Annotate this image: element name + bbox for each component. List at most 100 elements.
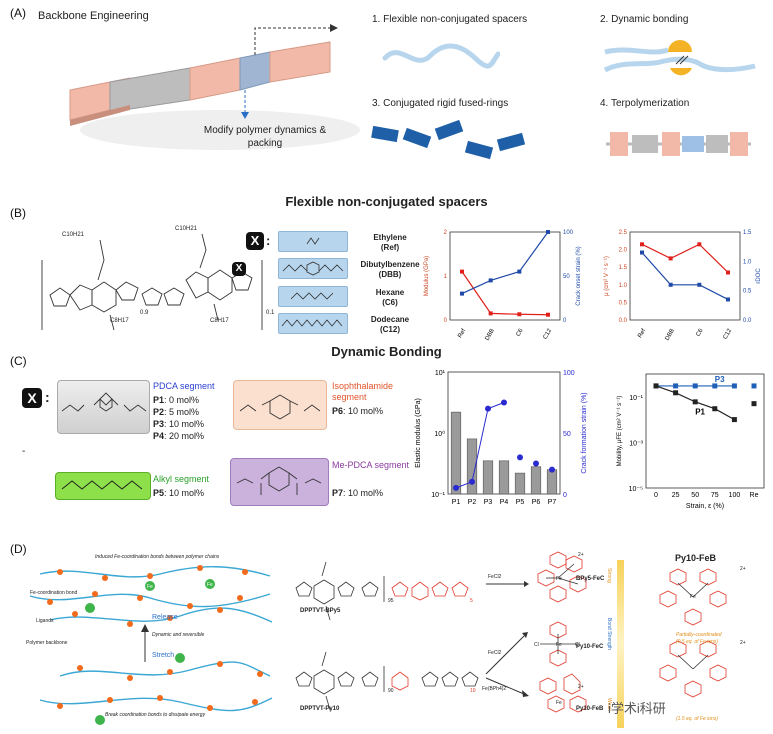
chain-label-side-2: C8H17 xyxy=(210,318,229,324)
data-point xyxy=(712,383,718,389)
data-point xyxy=(751,401,757,407)
fecl2-mid: FeCl2 xyxy=(488,650,502,656)
fe-complexes xyxy=(537,551,587,713)
crack-point xyxy=(453,484,459,491)
x-tick-label: Re xyxy=(750,492,759,499)
y-right-tick: 100 xyxy=(563,370,575,377)
flexible-spacer-illustration xyxy=(382,43,500,69)
bar xyxy=(498,460,510,495)
y-left-label: Modulus (GPa) xyxy=(424,256,430,296)
data-point xyxy=(546,312,550,317)
y-right-tick: 1.0 xyxy=(743,259,752,265)
fecl2-top: FeCl2 xyxy=(488,574,502,580)
panel-a-label: (A) xyxy=(10,6,26,20)
data-point xyxy=(712,406,718,412)
x-tick-label: P7 xyxy=(548,499,557,506)
chain-label-side-1: C8H17 xyxy=(110,318,129,324)
complex-py10-feb: Py10-FeB xyxy=(576,706,604,712)
panel-b-title: Flexible non-conjugated spacers xyxy=(285,194,488,209)
partial-eq-label: (0.5 eq. of Fe ions) xyxy=(676,639,718,645)
y-left-tick: 0 xyxy=(444,318,448,324)
y-left-tick: 10⁰ xyxy=(434,430,445,438)
cl-right: Cl xyxy=(575,642,580,648)
x-tick-label: 75 xyxy=(711,492,719,499)
series-line xyxy=(641,243,729,273)
charge-3: 2+ xyxy=(578,684,584,690)
alkyl-segment-title: Alkyl segment xyxy=(153,474,210,484)
y-axis-label: Mobility, μFE (cm² V⁻¹ s⁻¹) xyxy=(617,396,623,467)
backbone-engineering-title: Backbone Engineering xyxy=(38,10,149,22)
bond-strength-label: Bond Strength xyxy=(606,618,612,650)
subscript-09: 0.9 xyxy=(140,310,149,316)
data-point xyxy=(697,282,702,287)
x-tick-label: P4 xyxy=(500,499,509,506)
data-point xyxy=(673,390,679,396)
x-badge-c: X xyxy=(22,388,42,408)
pdca-rows: P1: 0 mol% P2: 5 mol% P3: 10 mol% P4: 20… xyxy=(153,394,204,442)
plot-frame xyxy=(645,373,765,489)
item-fused-rings: 3. Conjugated rigid fused-rings xyxy=(372,98,509,109)
strong-label: Strong xyxy=(606,568,612,583)
data-point xyxy=(546,230,550,234)
y-left-tick: 2.5 xyxy=(619,230,628,236)
ligands-label: Ligands xyxy=(36,618,54,624)
y-right-tick: 1.5 xyxy=(743,230,752,236)
bar xyxy=(466,438,478,495)
coordination-network-illustration xyxy=(29,565,273,725)
pdca-row-p1: P1: 0 mol% xyxy=(153,395,200,405)
data-point xyxy=(517,312,522,317)
data-point xyxy=(460,269,464,274)
y-left-tick: 0.0 xyxy=(619,318,628,324)
y-left-tick: 1.0 xyxy=(619,283,628,289)
x-tick-label: DBB xyxy=(664,328,675,342)
series-line xyxy=(461,231,549,295)
iso-row-p6: P6: 10 mol% xyxy=(332,406,384,416)
x-colon-b: : xyxy=(266,233,271,248)
crack-point xyxy=(469,478,475,485)
dpp-polymer-structure-b xyxy=(41,233,263,331)
dash-mark: - xyxy=(22,446,26,457)
cl-left: Cl xyxy=(534,642,539,648)
pdca-segment-box xyxy=(57,380,150,434)
fe-center-1: Fe xyxy=(556,576,562,582)
crack-line xyxy=(455,402,505,489)
bar xyxy=(450,411,462,495)
fe-center-3: Fe xyxy=(556,700,562,706)
pdca-segment-title: PDCA segment xyxy=(153,381,215,391)
me-pdca-segment-title: Me-PDCA segment xyxy=(332,460,410,470)
charge-4: 2+ xyxy=(740,566,746,572)
x-tick-label: C6 xyxy=(515,327,524,337)
x-tick-label: P3 xyxy=(484,499,493,506)
x-axis-label: Strain, ε (%) xyxy=(686,503,724,510)
y-tick: 10⁻¹ xyxy=(629,395,643,402)
x-badge-b: X xyxy=(246,232,264,250)
bond-strength-bar xyxy=(617,560,624,728)
series-label-p3: P3 xyxy=(715,375,725,384)
pdca-row-p4: P4: 20 mol% xyxy=(153,431,205,441)
spacer-box-dbb xyxy=(278,258,348,279)
y-left-tick: 2 xyxy=(444,230,448,236)
x-tick-label: P5 xyxy=(516,499,525,506)
partial-label: Partially-coordinated xyxy=(676,632,722,638)
data-point xyxy=(673,383,679,389)
crack-point xyxy=(517,454,523,461)
y-right-tick: 0.5 xyxy=(743,289,752,295)
charge-5: 2+ xyxy=(740,640,746,646)
y-right-label: Crack formation strain (%) xyxy=(581,392,588,473)
x-tick-label: Ref xyxy=(637,328,647,339)
fe-ion-2: Fe xyxy=(207,582,213,588)
dynamic-label: Dynamic and reversible xyxy=(152,632,205,638)
spacer-hexane-label: Hexane(C6) xyxy=(375,288,405,307)
series-line xyxy=(461,271,549,316)
induced-caption: Induced Fe-coordination bonds between po… xyxy=(95,554,220,560)
y-right-label: Crack onset strain (%) xyxy=(576,246,582,305)
backbone-illustration xyxy=(69,24,360,150)
sub-5: 5 xyxy=(470,598,473,604)
crack-point xyxy=(533,460,539,467)
data-point xyxy=(668,256,673,261)
data-point xyxy=(726,297,730,302)
y-left-label: Elastic modulus (GPa) xyxy=(415,398,422,468)
isophthalamide-segment-title: Isophthalamide segment xyxy=(332,381,394,402)
me-pdca-segment-box xyxy=(230,458,329,506)
